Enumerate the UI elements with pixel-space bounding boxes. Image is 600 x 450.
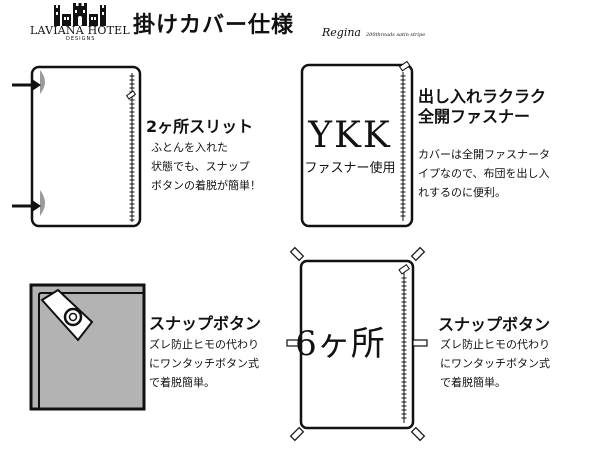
slit-line-3: ボタンの着脱が簡単！: [151, 179, 261, 192]
snap-left-line-1: ズレ防止ヒモの代わり: [149, 338, 259, 351]
snap-left-line-2: にワンタッチボタン式: [149, 357, 259, 370]
zipper-line-1: カバーは全開ファスナータ: [418, 148, 550, 161]
zipper-heading-line-2: 全開ファスナー: [418, 107, 531, 126]
snap-left-heading: スナップボタン: [149, 314, 262, 333]
slit-illustration: [12, 65, 142, 228]
zipper-icon: [398, 263, 410, 423]
snap-right-line-3: で着脱簡単。: [440, 376, 506, 389]
hotel-castle-logo-icon: [54, 3, 106, 26]
slit-line-1: ふとんを入れた: [151, 141, 228, 154]
snap-button-icon: [40, 288, 94, 342]
snap-button-icon: [286, 246, 428, 442]
snap-right-line-2: にワンタッチボタン式: [440, 357, 550, 370]
logo-name: LAVIANA HOTEL: [30, 24, 130, 37]
slit-marker-top: [40, 70, 45, 94]
arrow-right-icon: [12, 79, 41, 91]
spec-text: 200threads satin stripe: [366, 32, 426, 38]
arrow-right-icon: [12, 200, 41, 212]
zipper-heading-line-1: 出し入れラクラク: [418, 87, 547, 106]
snap-closeup-illustration: [29, 283, 146, 411]
zipper-description: カバーは全開ファスナータ イプなので、布団を出し入 れするのに便利。: [418, 145, 550, 202]
zipper-icon: [125, 73, 137, 222]
slit-marker-bottom: [40, 190, 45, 216]
slit-line-2: 状態でも、スナップ: [151, 160, 250, 173]
snap-count-label: 6ヶ所: [295, 324, 385, 364]
zipper-line-2: イプなので、布団を出し入: [418, 167, 550, 180]
zipper-icon: [398, 60, 411, 221]
snap-left-line-3: で着脱簡単。: [149, 376, 215, 389]
snap-right-line-1: ズレ防止ヒモの代わり: [440, 338, 550, 351]
logo-subtitle: DESIGNS: [66, 36, 96, 42]
zipper-heading: 出し入れラクラク 全開ファスナー: [418, 87, 546, 127]
snap-left-description: ズレ防止ヒモの代わり にワンタッチボタン式 で着脱簡単。: [149, 335, 259, 392]
ykk-label: YKK: [307, 115, 392, 156]
brand-script: Regina: [322, 26, 361, 39]
slit-description: ふとんを入れた 状態でも、スナップ ボタンの着脱が簡単！: [151, 138, 261, 195]
six-snap-illustration: 6ヶ所: [286, 246, 428, 442]
snap-right-heading: スナップボタン: [438, 315, 551, 334]
slit-heading: 2ヶ所スリット: [146, 117, 254, 136]
ykk-caption: ファスナー使用: [304, 160, 395, 176]
page-title: 掛けカバー仕様: [133, 13, 295, 38]
zipper-illustration: YKK ファスナー使用: [300, 60, 414, 228]
zipper-line-3: れするのに便利。: [418, 186, 506, 199]
snap-right-description: ズレ防止ヒモの代わり にワンタッチボタン式 で着脱簡単。: [440, 335, 550, 392]
